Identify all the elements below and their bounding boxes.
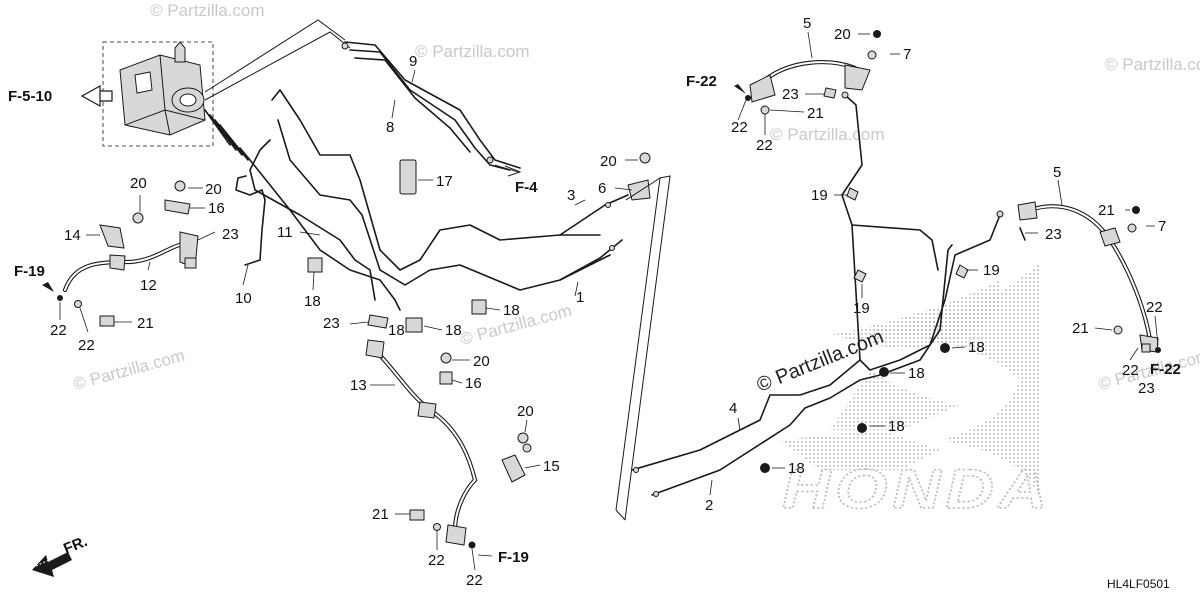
watermark: © Partzilla.com (1105, 55, 1200, 74)
callout-22: 22 (731, 119, 748, 136)
reference-f-19: F-19 (498, 549, 529, 566)
callout-21: 21 (372, 506, 389, 523)
callout-20: 20 (205, 181, 222, 198)
callout-18: 18 (304, 293, 321, 310)
reference-f-4: F-4 (515, 179, 538, 196)
reference-f-22: F-22 (1150, 361, 1181, 378)
reference-labels: F-5-10 F-4 F-19 F-19 F-22 F-22 (8, 73, 1181, 566)
callout-18: 18 (788, 460, 805, 477)
callout-22: 22 (466, 572, 483, 589)
diagram-code: HL4LF0501 (1107, 577, 1170, 591)
callout-19: 19 (983, 262, 1000, 279)
callout-7: 7 (1158, 218, 1166, 235)
callout-18: 18 (908, 365, 925, 382)
reference-f-19: F-19 (14, 263, 45, 280)
callout-10: 10 (235, 290, 252, 307)
callout-23: 23 (1138, 380, 1155, 397)
brake-pipes-8-9 (341, 41, 521, 171)
pipe-guide-lines (204, 19, 351, 101)
callout-20: 20 (473, 353, 490, 370)
front-direction-arrow: FR. (32, 533, 90, 577)
brake-hose-5-top (749, 60, 871, 103)
callout-19: 19 (811, 187, 828, 204)
callout-2: 2 (705, 497, 713, 514)
callout-5: 5 (803, 15, 811, 32)
bracket-15 (501, 443, 532, 483)
front-label: FR. (61, 533, 90, 558)
callout-20: 20 (130, 175, 147, 192)
brake-pipe-11 (204, 89, 611, 311)
callout-12: 12 (140, 277, 157, 294)
callout-numbers: 1 2 3 4 5 5 6 7 7 8 9 10 11 12 13 14 15 … (50, 15, 1166, 589)
callout-19: 19 (853, 300, 870, 317)
reference-f-22: F-22 (686, 73, 717, 90)
watermark: © Partzilla.com (415, 42, 530, 61)
callout-9: 9 (409, 53, 417, 70)
callout-5: 5 (1053, 164, 1061, 181)
callout-6: 6 (598, 180, 606, 197)
callout-15: 15 (543, 458, 560, 475)
callout-18: 18 (388, 322, 405, 339)
callout-21: 21 (807, 105, 824, 122)
callout-8: 8 (386, 119, 394, 136)
honda-wing-logo: HONDA (780, 262, 1052, 521)
callout-18: 18 (968, 339, 985, 356)
frame-outline (615, 175, 671, 521)
callout-23: 23 (323, 315, 340, 332)
reference-f-5-10: F-5-10 (8, 88, 52, 105)
callout-18: 18 (888, 418, 905, 435)
callout-18: 18 (503, 302, 520, 319)
callout-18: 18 (445, 322, 462, 339)
callout-21: 21 (137, 315, 154, 332)
watermark: © Partzilla.com (770, 125, 885, 144)
callout-22: 22 (50, 322, 67, 339)
callout-23: 23 (1045, 226, 1062, 243)
abs-modulator (102, 41, 214, 147)
callout-16: 16 (465, 375, 482, 392)
callout-1: 1 (576, 289, 584, 306)
callout-16: 16 (208, 200, 225, 217)
callout-22: 22 (428, 552, 445, 569)
brake-pipes-2-4 (631, 94, 1004, 497)
callout-22: 22 (1146, 299, 1163, 316)
callout-3: 3 (567, 187, 575, 204)
callout-23: 23 (222, 226, 239, 243)
callout-11: 11 (277, 224, 293, 241)
callout-23: 23 (782, 86, 799, 103)
callout-20: 20 (517, 403, 534, 420)
callout-22: 22 (756, 137, 773, 154)
callout-17: 17 (436, 173, 453, 190)
small-hardware (57, 30, 1161, 549)
callout-20: 20 (834, 26, 851, 43)
callout-20: 21 (1098, 202, 1115, 219)
watermark: © Partzilla.com (150, 1, 265, 20)
callout-7: 7 (903, 46, 911, 63)
brake-hose-12 (62, 224, 199, 293)
callout-20: 20 (600, 153, 617, 170)
callout-4: 4 (729, 400, 737, 417)
brake-hose-13 (365, 339, 478, 546)
reference-arrow-left (80, 84, 113, 108)
callout-22: 22 (1122, 362, 1139, 379)
callout-21: 21 (1072, 320, 1089, 337)
callout-22: 22 (78, 337, 95, 354)
leader-lines (59, 31, 1159, 571)
callout-13: 13 (350, 377, 367, 394)
callout-14: 14 (64, 227, 81, 244)
honda-brand-text: HONDA (782, 457, 1052, 520)
